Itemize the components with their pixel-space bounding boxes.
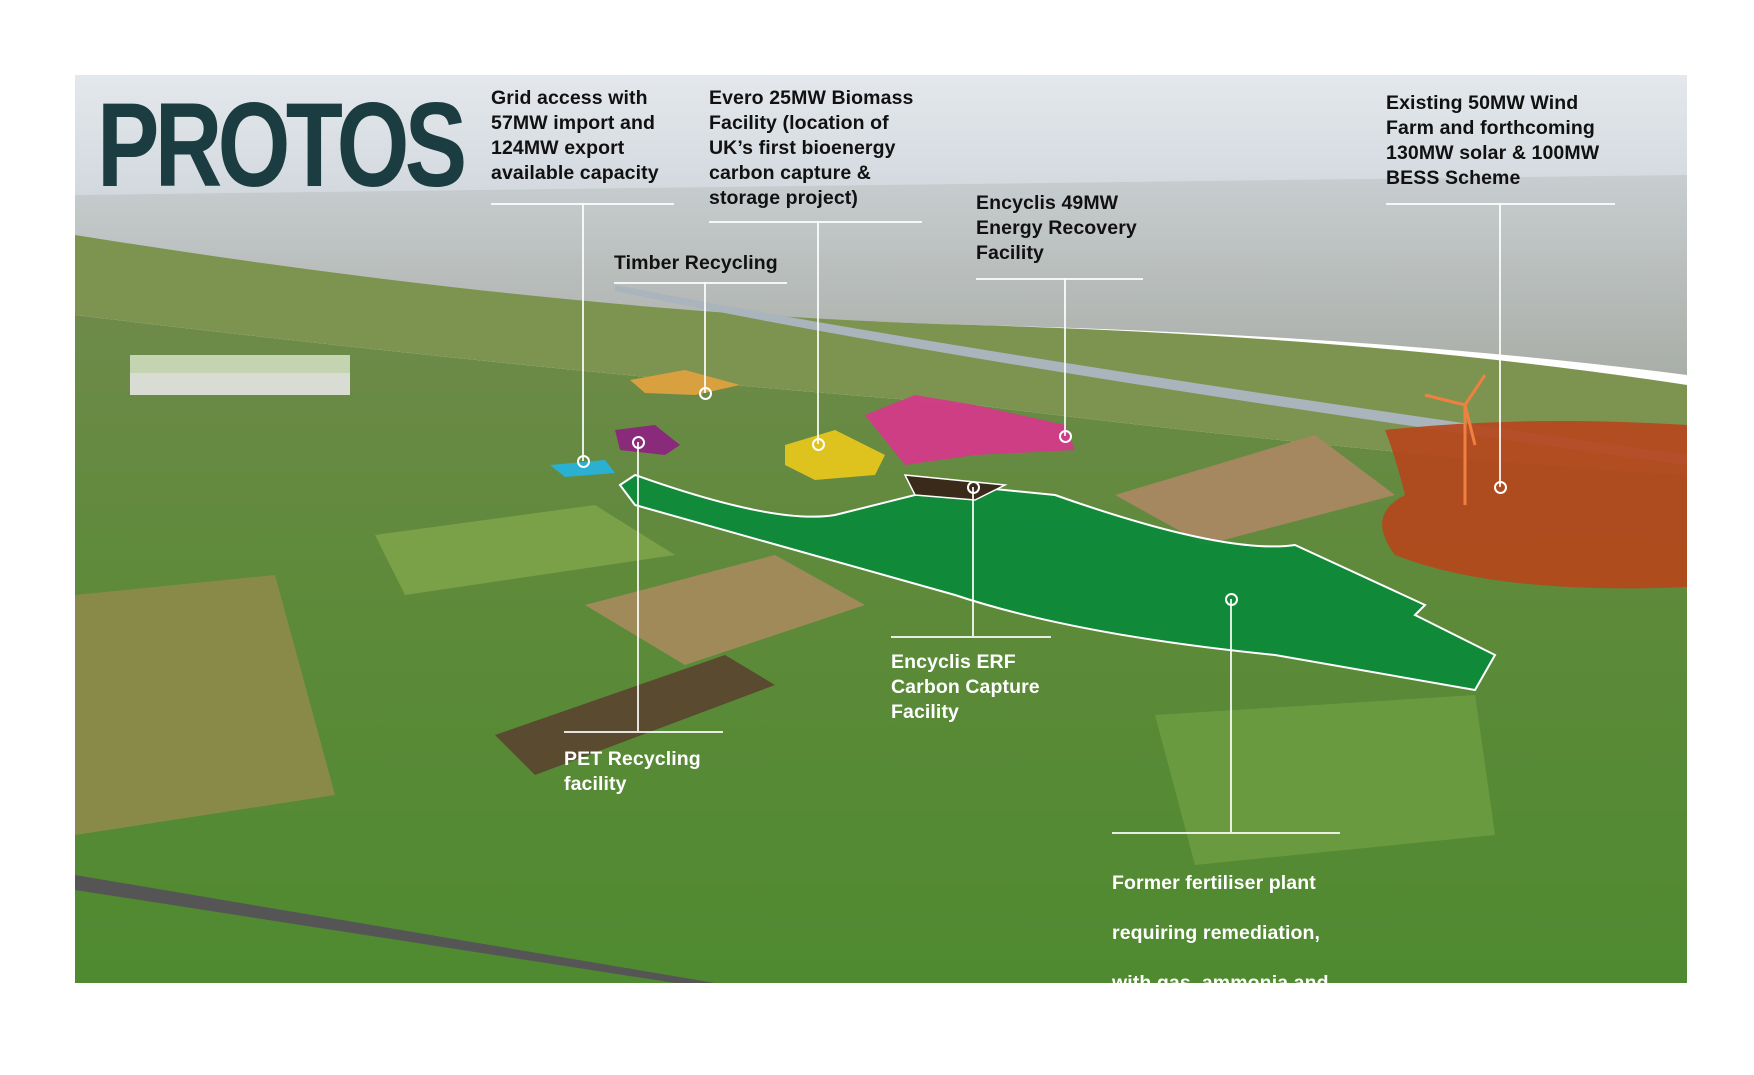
grid-leader-v [582,203,584,461]
pet-recycling-label: PET Recycling facility [564,748,701,795]
field-light-1 [375,505,675,595]
wind-leader-v [1499,203,1501,487]
timber-overlay [630,370,740,395]
main-site-overlay [618,473,1497,692]
erf-leader-h [976,278,1143,280]
fertiliser-line-1: Former fertiliser plant [1112,872,1316,894]
evero-marker[interactable] [812,438,825,451]
fertiliser-line-3: with gas, ammonia and [1112,972,1329,994]
grid-marker[interactable] [577,455,590,468]
field-brown-1 [585,555,865,665]
aerial-photo [75,75,1687,983]
erf-leader-v [1064,278,1066,436]
fertiliser-line-4: CO2 infrastructure [1112,1021,1329,1050]
salt-marsh [75,235,1687,475]
evero-biomass-label: Evero 25MW Biomass Facility (location of… [709,87,914,209]
grid-access-label: Grid access with 57MW import and 124MW e… [491,87,659,184]
fertiliser-line-2: requiring remediation, [1112,922,1321,944]
timber-marker[interactable] [699,387,712,400]
erf-overlay [865,395,1075,465]
wind-marker[interactable] [1494,481,1507,494]
carbon-capture-leader-h [891,636,1051,638]
evero-leader-h [709,221,922,223]
pet-overlay [615,425,680,455]
pet-leader-v [637,442,639,731]
timber-leader-h [614,282,787,284]
field-dark [495,655,775,775]
pet-marker[interactable] [632,436,645,449]
biomass-overlay [785,430,885,480]
encyclis-erf-label: Encyclis 49MW Energy Recovery Facility [976,192,1137,264]
erf-marker[interactable] [1059,430,1072,443]
fertiliser-leader-v [1230,599,1232,832]
wind-turbine [1424,374,1487,505]
field-left [75,575,335,835]
estuary [75,175,1687,375]
wind-farm-overlay [1382,421,1687,589]
timber-leader-v [704,282,706,393]
aerial-landscape [75,75,1687,983]
field-brown-2 [1115,435,1395,545]
warehouse-roof [130,355,350,373]
wind-farm-label: Existing 50MW Wind Farm and forthcoming … [1386,92,1600,189]
carbon-capture-leader-v [972,487,974,636]
field-right [1155,695,1495,865]
timber-recycling-label: Timber Recycling [614,252,778,274]
wind-leader-h [1386,203,1615,205]
carbon-capture-marker[interactable] [967,481,980,494]
co-text: CO [1112,1022,1142,1044]
motorway [75,875,715,983]
carbon-capture-label: Encyclis ERF Carbon Capture Facility [891,651,1040,723]
infrastructure-text: infrastructure [1149,1022,1284,1044]
grid-overlay [550,460,615,477]
fertiliser-leader-h [1112,832,1340,834]
pet-leader-h [564,731,723,733]
fertiliser-plant-label: Former fertiliser plant requiring remedi… [1112,846,1329,1075]
protos-logo: PROTOS [97,78,467,212]
evero-leader-v [817,221,819,444]
subscript-2: 2 [1141,1029,1150,1045]
fertiliser-marker[interactable] [1225,593,1238,606]
river [615,285,1687,465]
